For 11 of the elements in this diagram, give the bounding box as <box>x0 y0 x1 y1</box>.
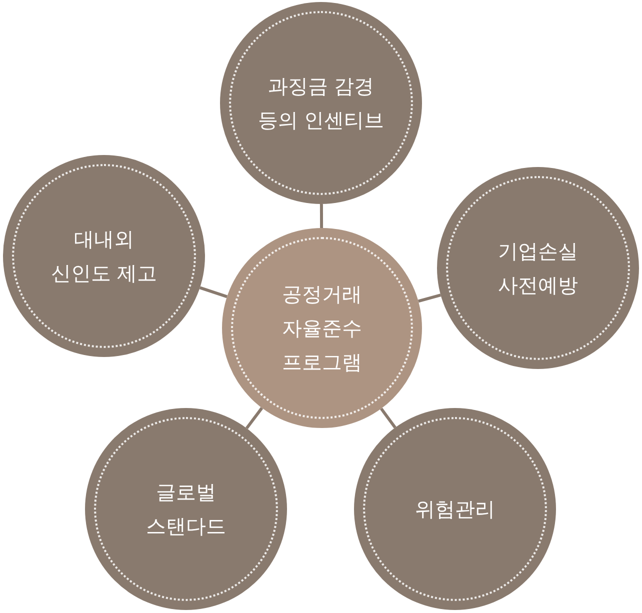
node-label: 기업손실 사전예방 <box>497 238 579 299</box>
connector-line <box>380 408 396 428</box>
connector-line <box>320 204 324 228</box>
connector-line <box>418 294 442 303</box>
connector-line <box>245 407 264 430</box>
node-label: 대내외 신인도 제고 <box>50 226 158 287</box>
connector-line <box>199 286 228 298</box>
node-label: 위험관리 <box>414 496 496 523</box>
node-label: 공정거래 자율준수 프로그램 <box>281 281 363 376</box>
node-label: 과징금 감경 등의 인센티브 <box>256 73 386 134</box>
node-label: 글로벌 스탠다드 <box>145 479 227 540</box>
